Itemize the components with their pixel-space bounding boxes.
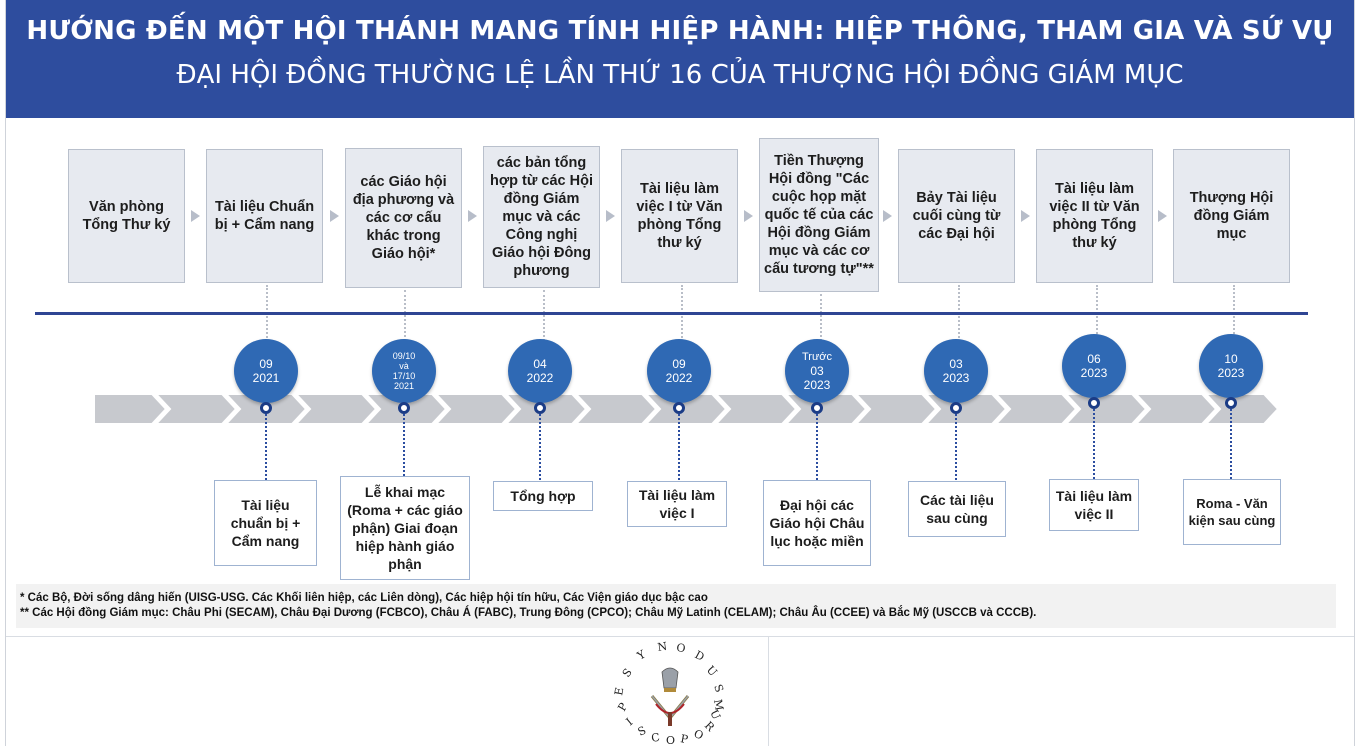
- timeline-dot: [673, 402, 685, 414]
- svg-text:S: S: [636, 724, 648, 739]
- stage-top-box: các bản tổng hợp từ các Hội đồng Giám mụ…: [483, 146, 600, 288]
- synodus-episcoporum-logo: S Y N O D U S E P I S C O P O R U M: [612, 640, 726, 746]
- arrow-right-icon: [468, 210, 477, 222]
- arrow-right-icon: [1158, 210, 1167, 222]
- connector-line: [1096, 285, 1098, 345]
- timeline-dot: [1088, 397, 1100, 409]
- stage-top-box: Tiền Thượng Hội đồng "Các cuộc họp mặt q…: [759, 138, 879, 292]
- stage-bottom-box: Tài liệu làm việc I: [627, 481, 727, 527]
- page-subtitle: ĐẠI HỘI ĐỒNG THƯỜNG LỆ LẦN THỨ 16 CỦA TH…: [176, 60, 1184, 90]
- header-banner: HƯỚNG ĐẾN MỘT HỘI THÁNH MANG TÍNH HIỆP H…: [6, 0, 1354, 118]
- stage-top-box: Bảy Tài liệu cuối cùng từ các Đại hội: [898, 149, 1015, 283]
- connector-line: [678, 414, 680, 480]
- connector-line: [1233, 285, 1235, 345]
- svg-text:I: I: [624, 716, 636, 729]
- timeline-dot: [950, 402, 962, 414]
- stage-top-box: Văn phòng Tổng Thư ký: [68, 149, 185, 283]
- timeline-dot: [811, 402, 823, 414]
- arrow-right-icon: [191, 210, 200, 222]
- stage-top-box: Tài liệu làm việc I từ Văn phòng Tổng th…: [621, 149, 738, 283]
- connector-line: [955, 414, 957, 480]
- svg-text:P: P: [679, 732, 689, 746]
- connector-line: [539, 414, 541, 480]
- arrow-right-icon: [744, 210, 753, 222]
- connector-line: [958, 285, 960, 345]
- connector-line: [820, 294, 822, 345]
- svg-text:O: O: [676, 641, 687, 655]
- timeline-dot: [1225, 397, 1237, 409]
- footnote-1: * Các Bộ, Đời sống dâng hiến (UISG-USG. …: [20, 592, 708, 604]
- connector-line: [543, 290, 545, 345]
- svg-text:C: C: [650, 731, 661, 745]
- stage-bottom-box: Đại hội các Giáo hội Châu lục hoặc miền: [763, 480, 871, 566]
- connector-line: [404, 290, 406, 345]
- stage-bottom-box: Tài liệu làm việc II: [1049, 479, 1139, 531]
- timeline-dot: [534, 402, 546, 414]
- svg-text:S: S: [711, 683, 726, 695]
- svg-text:U: U: [704, 663, 720, 679]
- footnotes: * Các Bộ, Đời sống dâng hiến (UISG-USG. …: [16, 584, 1336, 628]
- stage-bottom-box: Các tài liệu sau cùng: [908, 481, 1006, 537]
- svg-text:Y: Y: [634, 647, 648, 663]
- svg-text:D: D: [693, 648, 707, 664]
- svg-text:E: E: [612, 686, 626, 696]
- arrow-right-icon: [883, 210, 892, 222]
- arrow-right-icon: [1021, 210, 1030, 222]
- connector-line: [816, 414, 818, 480]
- svg-text:O: O: [666, 734, 675, 746]
- stage-top-box: Thượng Hội đồng Giám mục: [1173, 149, 1290, 283]
- connector-line: [1093, 409, 1095, 479]
- timeline-dot: [260, 402, 272, 414]
- stage-bottom-box: Lễ khai mạc (Roma + các giáo phận) Giai …: [340, 476, 470, 580]
- footer-divider: [6, 636, 1354, 637]
- stage-bottom-box: Tài liệu chuẩn bị + Cẩm nang: [214, 480, 317, 566]
- svg-text:N: N: [657, 640, 669, 654]
- page-title: HƯỚNG ĐẾN MỘT HỘI THÁNH MANG TÍNH HIỆP H…: [26, 16, 1334, 46]
- timeline-divider: [35, 312, 1308, 315]
- stage-top-box: các Giáo hội địa phương và các cơ cấu kh…: [345, 148, 462, 288]
- connector-line: [681, 285, 683, 345]
- arrow-right-icon: [606, 210, 615, 222]
- svg-text:S: S: [620, 666, 635, 680]
- stage-bottom-box: Roma - Văn kiện sau cùng: [1183, 479, 1281, 545]
- svg-text:M: M: [711, 698, 726, 711]
- connector-line: [403, 414, 405, 476]
- timeline-dot: [398, 402, 410, 414]
- connector-line: [1230, 409, 1232, 479]
- svg-text:P: P: [615, 700, 630, 713]
- footer-divider-vertical: [768, 636, 769, 746]
- footnote-2: ** Các Hội đồng Giám mục: Châu Phi (SECA…: [20, 607, 1037, 619]
- arrow-right-icon: [330, 210, 339, 222]
- stage-top-box: Tài liệu làm việc II từ Văn phòng Tổng t…: [1036, 149, 1153, 283]
- stage-top-box: Tài liệu Chuẩn bị + Cẩm nang: [206, 149, 323, 283]
- connector-line: [266, 285, 268, 345]
- stage-bottom-box: Tổng hợp: [493, 481, 593, 511]
- connector-line: [265, 414, 267, 480]
